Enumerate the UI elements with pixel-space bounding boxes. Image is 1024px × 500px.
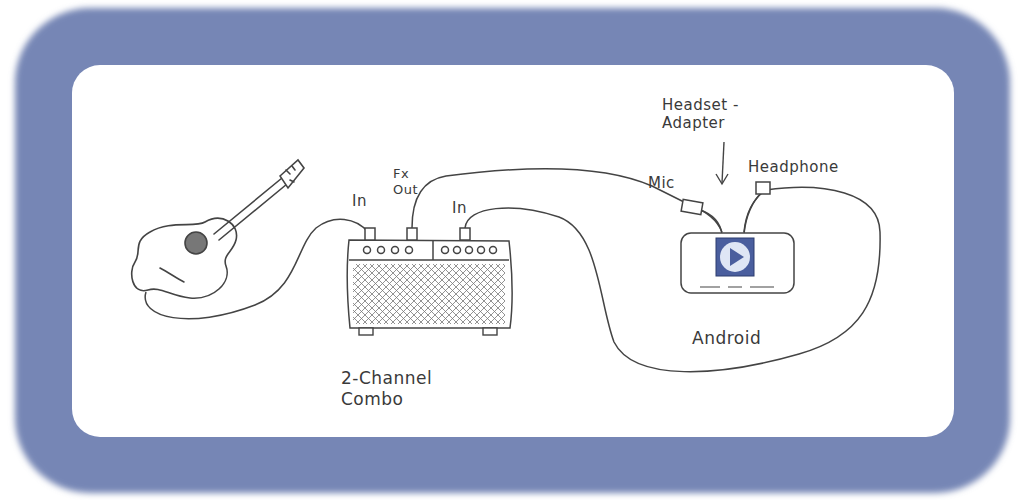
port-label: In — [352, 192, 367, 210]
amp-shape — [345, 238, 513, 336]
phone-shape — [680, 232, 795, 294]
amp-foot — [359, 328, 373, 335]
amp-jack — [407, 228, 417, 240]
adapter-wire — [744, 192, 762, 234]
outer-frame — [15, 8, 1010, 493]
amp-drawing — [347, 228, 512, 328]
amp-knob — [406, 247, 413, 254]
play-symbol — [730, 248, 744, 266]
port-label: Mic — [648, 174, 675, 192]
amp-jack — [365, 228, 375, 240]
node-caption: Android — [692, 328, 802, 349]
amp-knob — [364, 247, 371, 254]
port-label: In — [452, 199, 467, 217]
adapter-wire — [700, 210, 722, 234]
app-icon — [716, 238, 754, 276]
guitar-cable — [145, 219, 368, 318]
cable — [412, 169, 722, 232]
port-label: Headphone — [748, 158, 839, 176]
mic-plug — [681, 199, 703, 214]
cable — [465, 187, 880, 371]
guitar-drawing — [132, 160, 304, 298]
app-icon-circle — [720, 242, 750, 272]
port-label: Fx Out — [393, 166, 425, 197]
amp-illustration — [345, 238, 513, 336]
amp-knob — [466, 247, 473, 254]
amp-knob — [442, 247, 449, 254]
amp-jack — [460, 228, 470, 240]
amp-grille — [353, 264, 505, 324]
amp-knob — [478, 247, 485, 254]
phone-buttons — [700, 286, 774, 287]
phone-box: Android — [680, 232, 795, 294]
amp-knob — [392, 247, 399, 254]
port-label: Headset - Adapter — [662, 96, 766, 132]
amp-box: 2-Channel Combo — [345, 238, 513, 336]
headset-adapter-arrow — [716, 142, 728, 184]
inner-panel — [72, 65, 954, 437]
amp-knob — [454, 247, 461, 254]
amp-knob — [490, 247, 497, 254]
amp-divider — [432, 241, 434, 260]
phone-outline — [681, 233, 794, 293]
amp-panel — [349, 259, 509, 261]
headphone-plug — [756, 182, 770, 194]
amp-knob — [378, 247, 385, 254]
node-caption: 2-Channel Combo — [341, 368, 466, 411]
amp-foot — [483, 328, 497, 335]
phone-illustration — [680, 232, 795, 294]
